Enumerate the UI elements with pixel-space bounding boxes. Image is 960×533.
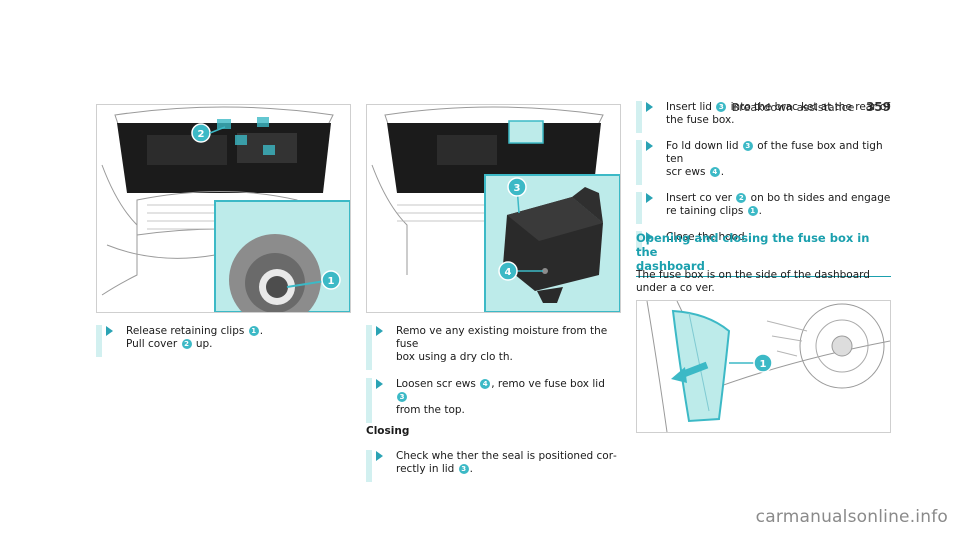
figure-fuse-box-lid: 3 4: [366, 104, 621, 313]
page-number: 359: [865, 100, 891, 114]
step-loosen-screws: Loosen scr ews 4, remo ve fuse box lid 3…: [366, 378, 619, 423]
callout-1: 1: [328, 276, 335, 287]
fuse-box-lid-illustration: 3 4: [371, 106, 620, 312]
step-arrow-icon: [106, 326, 113, 336]
step-insert-lid: Insert lid 3 into the brac ket at the re…: [636, 101, 891, 133]
step-remove-moisture: Remo ve any existing moisture from the f…: [366, 325, 619, 370]
ref-badge: 1: [248, 326, 259, 336]
step-arrow-icon: [376, 451, 383, 461]
step-fold-down-lid: Fo ld down lid 3 of the fuse box and tig…: [636, 140, 891, 185]
engine-bay-illustration: 1 2: [97, 105, 350, 312]
section-name: Breakdown assistance: [731, 101, 855, 114]
figure-engine-bay-clips: 1 2: [96, 104, 351, 313]
ref-badge: 1: [747, 206, 758, 216]
dashboard-illustration: 1: [646, 301, 890, 432]
ref-badge: 4: [480, 379, 491, 389]
ref-badge: 3: [397, 392, 407, 402]
callout-4: 4: [505, 267, 512, 278]
step-close-hood: Close the hood.: [636, 231, 891, 250]
column-2-instructions: Remo ve any existing moisture from the f…: [366, 325, 619, 484]
callout-2: 2: [198, 129, 205, 140]
column-3-instructions: Insert lid 3 into the brac ket at the re…: [636, 101, 891, 252]
ref-badge: 2: [736, 193, 747, 203]
ref-badge: 3: [458, 464, 469, 474]
section-title: Opening and closing the fuse box in the …: [636, 231, 891, 277]
page-header: Breakdown assistance 359: [732, 100, 891, 114]
ref-badge: 3: [742, 141, 753, 151]
step-arrow-icon: [376, 379, 383, 389]
ref-badge: 2: [181, 339, 192, 349]
figure-dashboard-fuse-cover: 1: [636, 300, 891, 433]
watermark: carmanualsonline.info: [755, 507, 948, 527]
step-arrow-icon: [646, 193, 653, 203]
step-arrow-icon: [646, 141, 653, 151]
callout-1: 1: [760, 359, 767, 370]
step-release-clips: Release retaining clips 1. Pull cover 2 …: [96, 325, 349, 357]
ref-badge: 3: [716, 102, 727, 112]
step-check-seal: Check whe ther the seal is positioned co…: [366, 450, 619, 482]
subheading-closing: Closing: [366, 425, 410, 437]
column-1-instructions: Release retaining clips 1. Pull cover 2 …: [96, 325, 349, 359]
callout-3: 3: [514, 183, 521, 194]
step-insert-cover: Insert co ver 2 on bo th sides and engag…: [636, 192, 891, 224]
step-arrow-icon: [376, 326, 383, 336]
step-arrow-icon: [646, 102, 653, 112]
ref-badge: 4: [709, 167, 720, 177]
section-paragraph: The fuse box is on the side of the dashb…: [636, 269, 870, 294]
step-arrow-icon: [646, 232, 653, 242]
